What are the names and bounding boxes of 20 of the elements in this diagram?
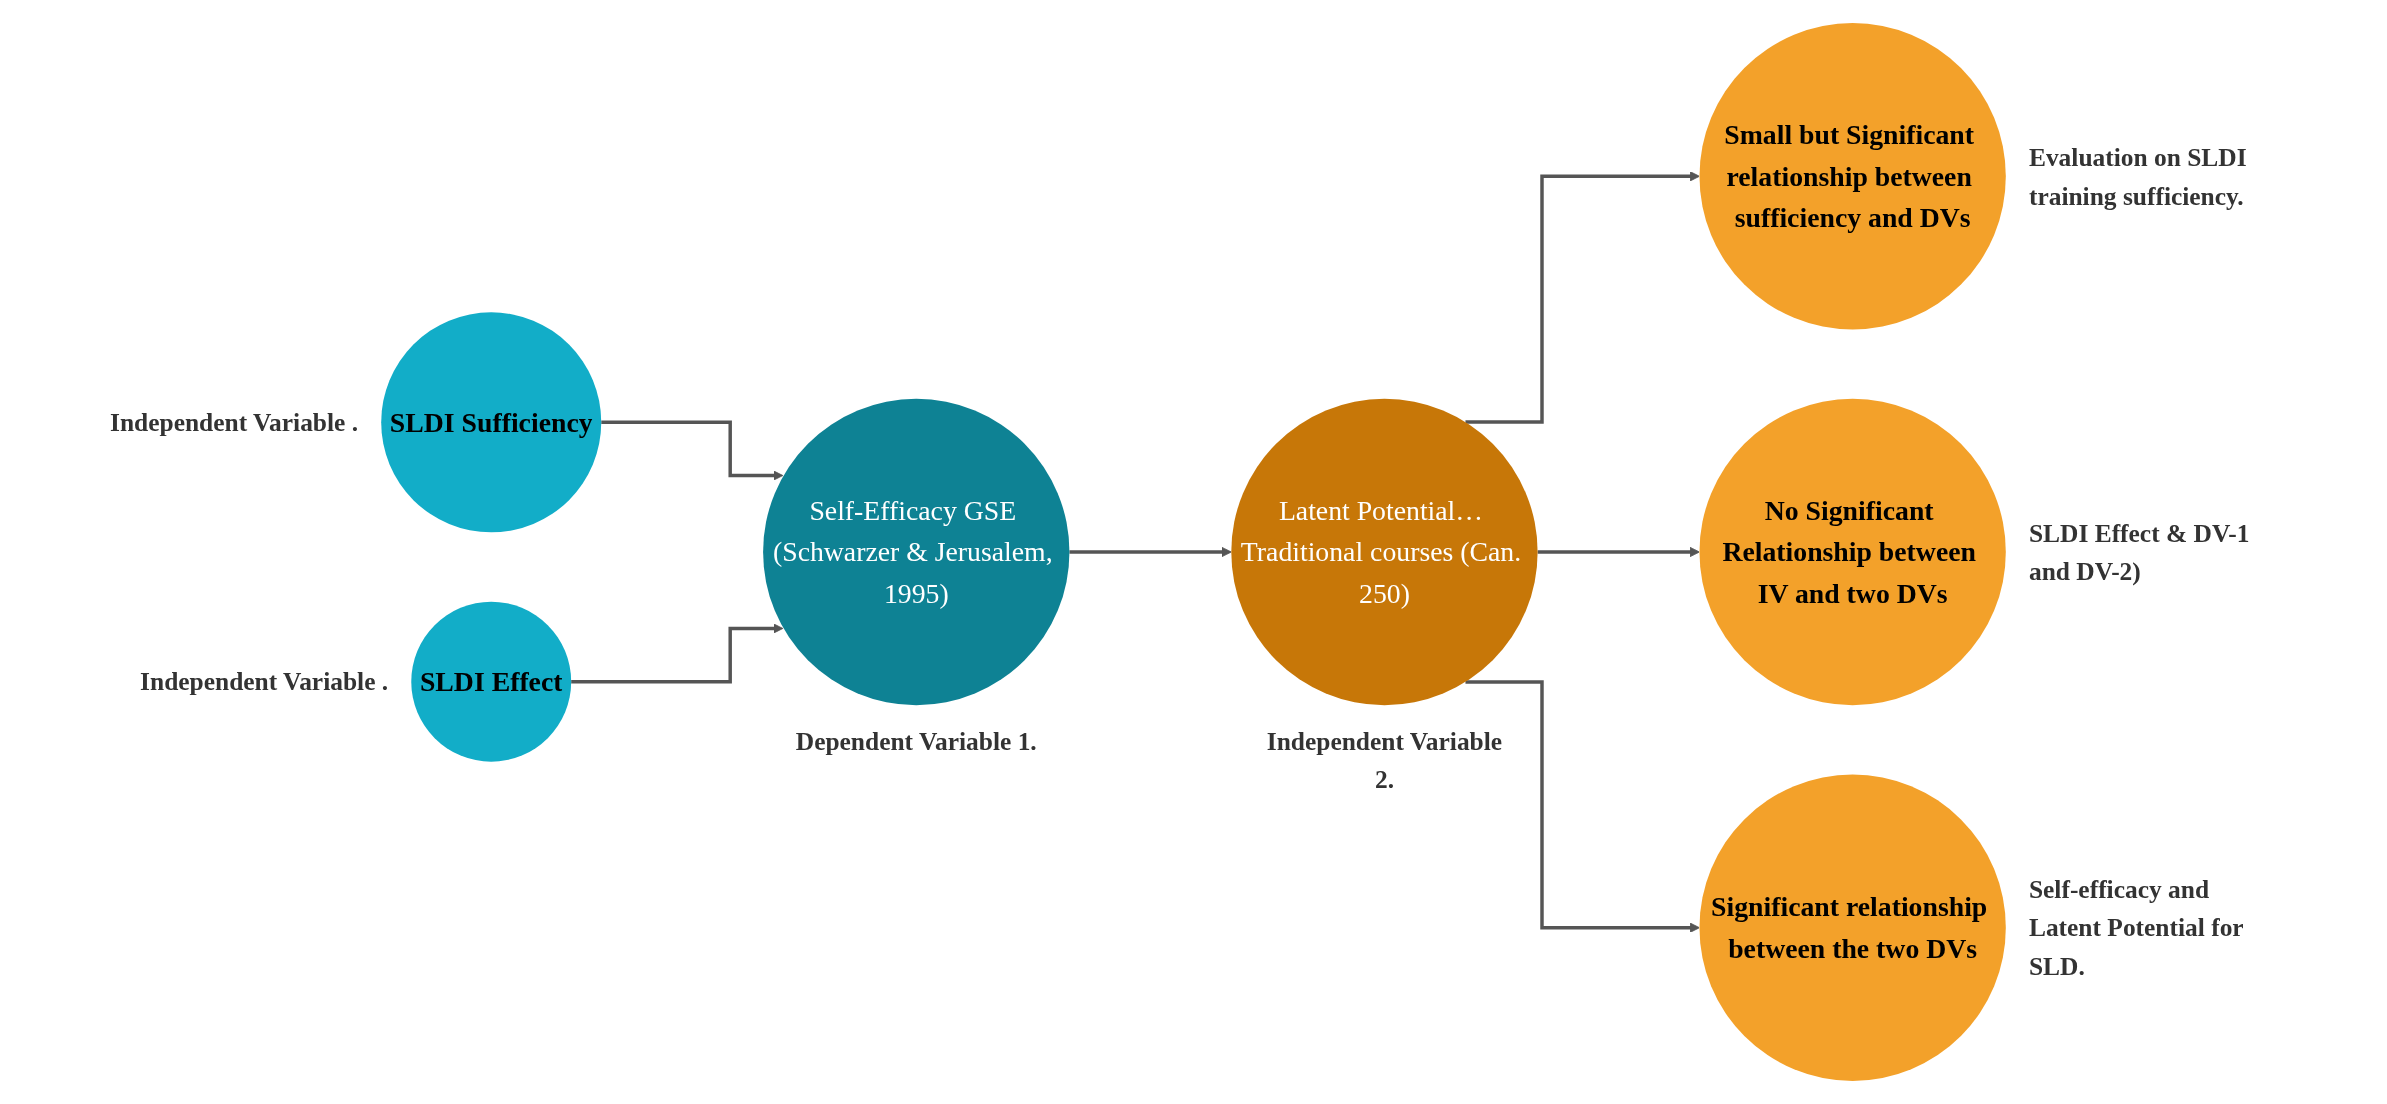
variable-caption: Independent Variable . <box>110 406 359 439</box>
node-circle: SLDI Sufficiency <box>381 312 602 533</box>
variable-caption: Evaluation on SLDI training sufficiency. <box>2028 141 2248 212</box>
node-circle: Significant relationship between the two DVs <box>1699 774 2006 1081</box>
variable-caption: Independent Variable 2. <box>1265 726 1504 797</box>
node-circle: Small but Significant relationship between sufficiency and DVs <box>1699 23 2006 330</box>
node-circle: Latent Potential… Traditional courses (Can. 250) <box>1231 398 1538 706</box>
variable-caption: Self-efficacy and Latent Potential for SLD. <box>2028 874 2245 983</box>
node-circle: SLDI Effect <box>411 601 572 762</box>
arrow <box>1465 680 1700 933</box>
node-circle: Self-Efficacy GSE (Schwarzer & Jerusalem, 1995) <box>763 398 1070 706</box>
variable-caption: SLDI Effect & DV-1 and DV-2) <box>2028 517 2251 588</box>
variable-caption: Dependent Variable 1. <box>795 726 1037 759</box>
arrow <box>1537 546 1700 558</box>
node-circle: No Significant Relationship between IV and two DVs <box>1699 398 2006 706</box>
arrow <box>571 623 784 684</box>
arrow <box>1465 171 1700 424</box>
variable-caption: Independent Variable . <box>140 666 389 699</box>
arrow <box>1069 546 1232 558</box>
arrow <box>601 420 784 481</box>
